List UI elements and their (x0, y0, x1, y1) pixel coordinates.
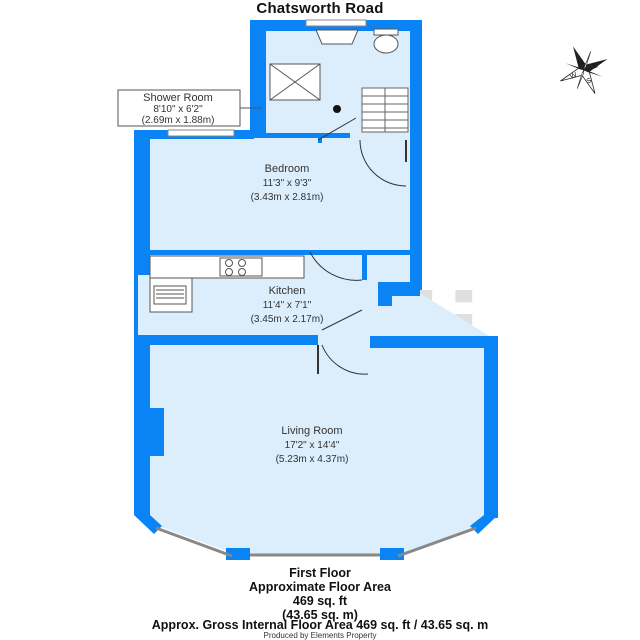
floor-area-sqft: 469 sq. ft (292, 594, 348, 608)
doors (309, 117, 407, 375)
toilet-bowl (373, 34, 399, 54)
kitchen-name: Kitchen (269, 285, 306, 297)
wall-right-upper (410, 20, 422, 290)
floor-area-label: Approximate Floor Area (249, 580, 391, 594)
wall-left-upper (134, 130, 150, 275)
window-shower (305, 19, 367, 27)
shower-room-imperial: 8'10" x 6'2" (153, 104, 203, 115)
living-room-imperial: 17'2" x 14'4" (285, 440, 340, 451)
plan-title: Chatsworth Road (256, 0, 384, 17)
bay-bottom-left (226, 548, 250, 560)
bedroom-metric: (3.43m x 2.81m) (251, 192, 324, 203)
bedroom-name: Bedroom (265, 163, 310, 175)
wall-kitchen-living (148, 335, 318, 345)
bay-bottom-right (380, 548, 404, 560)
wall-shower-bottom (256, 133, 350, 138)
kitchen-metric: (3.45m x 2.17m) (251, 314, 324, 325)
wall-landing-step (378, 282, 392, 306)
wall-shower-left (250, 20, 266, 138)
compass-n: N (577, 59, 585, 67)
staircase (361, 87, 409, 133)
compass-s: S (586, 77, 593, 85)
floor-name: First Floor (289, 566, 351, 580)
living-room-metric: (5.23m x 4.37m) (276, 454, 349, 465)
compass-w: W (569, 72, 578, 81)
wall-living-top-right (370, 336, 498, 348)
bay-right-corner (470, 515, 498, 534)
hob (219, 257, 263, 277)
fixture-dot (333, 105, 341, 113)
shower-tray-diag-b (269, 63, 321, 101)
kitchen-sink (153, 285, 187, 305)
fixtures (149, 28, 409, 456)
room-labels: Shower Room 8'10" x 6'2" (2.69m x 1.88m)… (117, 89, 349, 465)
shower-room-name: Shower Room (143, 92, 213, 104)
floor-summary: First Floor Approximate Floor Area 469 s… (0, 566, 640, 622)
bay-window-left (155, 526, 233, 558)
wall-living-right (484, 336, 498, 518)
shower-room-metric: (2.69m x 1.88m) (142, 115, 215, 126)
shower-label-box (117, 89, 241, 127)
floor-area-sqm: (43.65 sq. m) (282, 608, 358, 622)
compass-icon: N E S W (560, 46, 608, 94)
toilet-cistern (373, 28, 399, 36)
compass-e: E (592, 62, 599, 70)
wall-bedroom-kitchen (148, 250, 410, 255)
bay-left-corner (134, 515, 162, 534)
wall-landing (362, 250, 367, 280)
kitchen-imperial: 11'4" x 7'1" (263, 300, 312, 311)
chimney-breast (150, 408, 164, 456)
sink (315, 29, 359, 45)
gross-area: Approx. Gross Internal Floor Area 469 sq… (151, 618, 489, 632)
window-bedroom (167, 129, 235, 137)
bedroom-imperial: 11'3" x 9'3" (263, 178, 312, 189)
living-room-name: Living Room (281, 425, 342, 437)
bay-window-right (397, 526, 477, 558)
credit-text: Produced by Elements Property (263, 631, 377, 640)
wall-living-left (134, 335, 150, 515)
wall-kitchen-left (134, 275, 138, 335)
